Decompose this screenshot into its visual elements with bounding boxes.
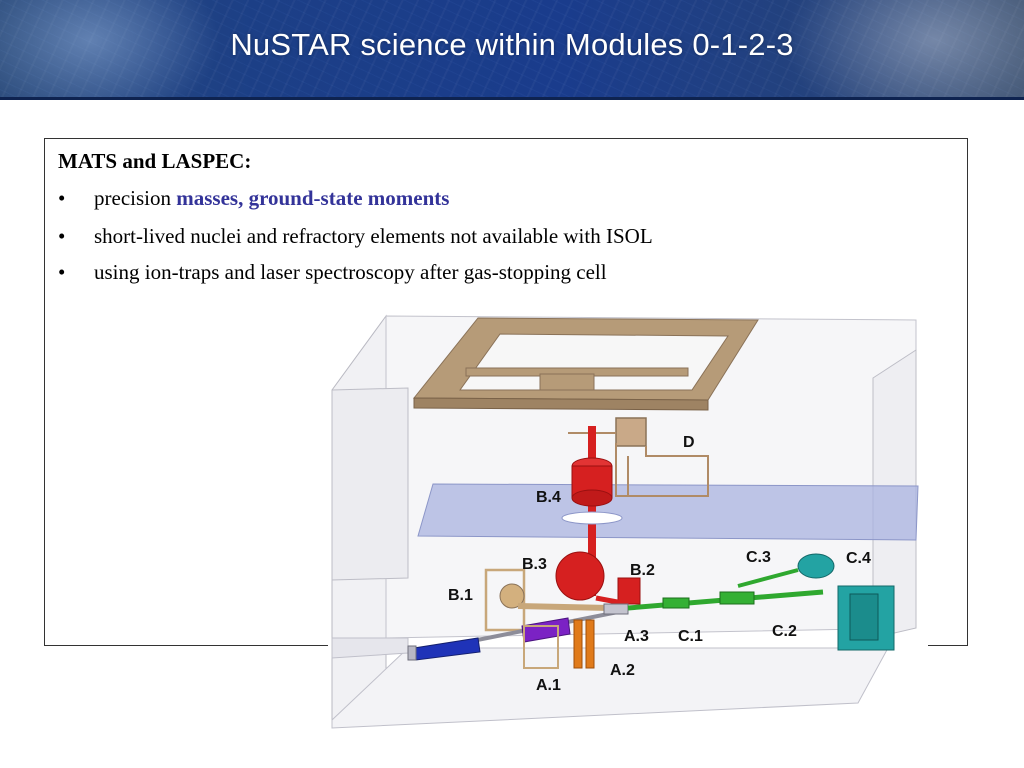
label-a2: A.2 — [610, 662, 635, 679]
a2-orange-stand-1 — [573, 619, 583, 669]
banner-texture — [0, 0, 1024, 100]
platform-block — [539, 373, 595, 391]
label-d: D — [683, 434, 695, 451]
a1-frame — [523, 625, 559, 669]
label-a3: A.3 — [624, 628, 649, 645]
b1-chamber — [499, 583, 525, 609]
b3-chamber — [555, 551, 605, 601]
station-d-box — [615, 417, 647, 447]
bullet-marker: • — [58, 224, 66, 248]
a-gas-cell-left-cap — [407, 645, 417, 661]
a3-connector — [603, 603, 629, 615]
b1-frame — [484, 568, 526, 632]
banner-bottom-edge — [0, 97, 1024, 100]
b4-vertical-pipe — [588, 426, 596, 596]
label-c3: C.3 — [746, 549, 771, 566]
c1-element — [662, 597, 690, 609]
b2-chamber — [617, 577, 641, 605]
bullet-text: short-lived nuclei and refractory elemen… — [94, 224, 653, 248]
content-heading: MATS and LASPEC: — [58, 149, 252, 173]
slide-title: NuSTAR science within Modules 0-1-2-3 — [230, 27, 794, 62]
c2-element — [719, 591, 755, 605]
c4-teal-trap — [797, 553, 835, 579]
bullet-marker: • — [58, 260, 66, 284]
b4-floor-opening — [561, 511, 623, 525]
left-pillar — [331, 387, 409, 581]
platform-front-edge — [413, 397, 709, 411]
bullet-highlight: masses, ground-state moments — [176, 186, 450, 210]
label-c2: C.2 — [772, 623, 797, 640]
a2-orange-stand-2 — [585, 619, 595, 669]
bullet-item-2: • short-lived nuclei and refractory eleme… — [58, 224, 653, 249]
title-banner — [0, 0, 1024, 100]
bullet-item-1: • precision masses, ground-state moments — [58, 186, 449, 211]
setup-diagram: D B.4 B.3 B.2 B.1 C.3 C.4 A.3 C.1 C.2 A.… — [328, 308, 928, 738]
label-b4: B.4 — [536, 489, 561, 506]
bullet-item-3: • using ion-traps and laser spectroscopy … — [58, 260, 607, 285]
banner-glow-right — [784, 0, 1024, 100]
c3-green-branch — [737, 568, 799, 588]
label-b1: B.1 — [448, 587, 473, 604]
label-a1: A.1 — [536, 677, 561, 694]
intermediate-floor — [417, 483, 919, 541]
bullet-marker: • — [58, 186, 66, 210]
b4-trap-bottom — [571, 489, 613, 507]
label-b3: B.3 — [522, 556, 547, 573]
label-b2: B.2 — [630, 562, 655, 579]
label-c4: C.4 — [846, 550, 871, 567]
banner-glow-left — [0, 0, 220, 100]
bullet-text: precision — [94, 186, 177, 210]
station-d-frame — [615, 443, 709, 497]
label-c1: C.1 — [678, 628, 703, 645]
b1-beampipe — [517, 603, 611, 611]
c4-teal-cylinder — [849, 593, 879, 641]
bullet-text: using ion-traps and laser spectroscopy a… — [94, 260, 607, 284]
b3-b2-pipe — [595, 595, 629, 607]
floor — [331, 647, 889, 729]
